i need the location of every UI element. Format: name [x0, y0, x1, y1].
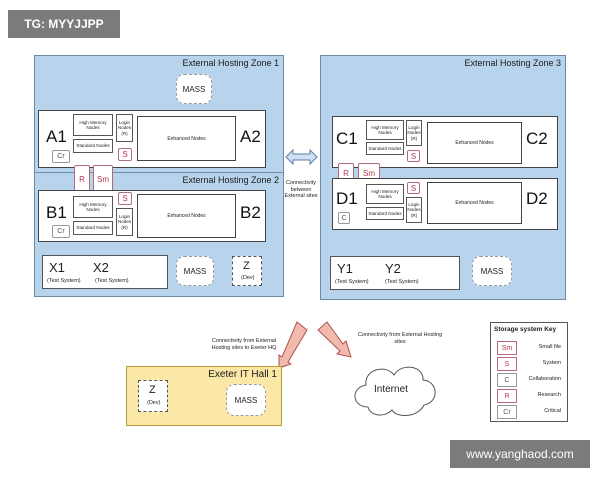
note-to-exeter: Connectivity from External Hosting sites… — [211, 338, 277, 351]
cluster-a1-label: A1 — [46, 127, 67, 146]
mass-storage: MASS — [176, 74, 212, 104]
standard-nodes: Standard Nodes — [366, 142, 404, 155]
double-arrow-icon — [285, 148, 318, 166]
system-storage-tag: S — [407, 182, 420, 194]
test-system-x1-label: X1 — [49, 260, 65, 275]
cluster-c1-label: C1 — [336, 129, 358, 148]
test-system-y2-label: Y2 — [385, 261, 401, 276]
research-key-label: Research — [537, 392, 561, 398]
high-memory-nodes: High Memory Nodes — [366, 120, 404, 140]
mass-storage: MASS — [176, 256, 214, 286]
cluster-c2-label: C2 — [526, 129, 548, 148]
internet-label: Internet — [374, 384, 408, 395]
standard-nodes: Standard Nodes — [73, 139, 113, 153]
dev-system-z: Z (Dev) — [232, 256, 262, 286]
test-system-y2-sub: (Test System) — [385, 279, 419, 285]
storage-key-title: Storage system Key — [494, 326, 557, 333]
small-file-key-swatch: Sm — [497, 341, 517, 355]
high-memory-nodes: High Memory Nodes — [73, 196, 113, 218]
system-storage-tag: S — [407, 150, 420, 162]
critical-key-swatch: Cr — [497, 405, 517, 419]
enhanced-nodes: Enhanced Nodes — [137, 194, 236, 238]
test-system-y: Y1 (Test System) Y2 (Test System) — [330, 256, 460, 290]
key-row-small-file: Sm Small file — [495, 341, 563, 355]
login-nodes: Login Nodes (R) — [406, 120, 422, 146]
test-system-y1-sub: (Test System) — [335, 279, 369, 285]
login-nodes: Login Nodes (R) — [406, 197, 422, 223]
research-key-swatch: R — [497, 389, 517, 403]
watermark-bottom: www.yanghaod.com — [450, 440, 590, 468]
login-nodes: Login Nodes (R) — [116, 208, 133, 236]
arrow-to-internet-icon — [317, 321, 352, 358]
watermark-top: TG: MYYJJPP — [8, 10, 120, 38]
enhanced-nodes: Enhanced Nodes — [427, 182, 522, 224]
test-system-y1-label: Y1 — [337, 261, 353, 276]
zone-1-title: External Hosting Zone 1 — [182, 58, 279, 68]
high-memory-nodes: High Memory Nodes — [73, 114, 113, 136]
enhanced-nodes: Enhanced Nodes — [137, 116, 236, 161]
cluster-d1-label: D1 — [336, 189, 358, 208]
high-memory-nodes: High Memory Nodes — [366, 184, 404, 204]
zone-3-title: External Hosting Zone 3 — [464, 58, 561, 68]
system-key-swatch: S — [497, 357, 517, 371]
standard-nodes: Standard Nodes — [73, 221, 113, 235]
small-file-key-label: Small file — [538, 344, 561, 350]
key-row-critical: Cr Critical — [495, 405, 563, 419]
mass-storage: MASS — [472, 256, 512, 286]
test-system-x2-label: X2 — [93, 260, 109, 275]
login-nodes: Login Nodes (R) — [116, 114, 133, 142]
exeter-title: Exeter IT Hall 1 — [208, 369, 277, 380]
critical-storage-tag: Cr — [52, 225, 70, 238]
standard-nodes: Standard Nodes — [366, 207, 404, 220]
key-row-system: S System — [495, 357, 563, 371]
storage-key: Storage system Key Sm Small file S Syste… — [490, 322, 568, 422]
dev-system-z: Z (Dev) — [138, 380, 168, 412]
system-storage-tag: S — [118, 148, 132, 161]
critical-storage-tag: Cr — [52, 150, 70, 163]
collaboration-key-swatch: C — [497, 373, 517, 387]
mass-storage: MASS — [226, 384, 266, 416]
test-system-x1-sub: (Test System) — [47, 278, 81, 284]
critical-key-label: Critical — [544, 408, 561, 414]
collaboration-storage-tag: C — [338, 212, 350, 224]
research-storage-tag: R — [74, 165, 90, 193]
test-system-x: X1 (Test System) X2 (Test System) — [42, 255, 168, 289]
zone-2-title: External Hosting Zone 2 — [182, 175, 279, 185]
note-from-external: Connectivity from External Hosting sites — [357, 332, 443, 345]
cluster-b2-label: B2 — [240, 203, 261, 222]
key-row-collaboration: C Collaboration — [495, 373, 563, 387]
system-storage-tag: S — [118, 192, 132, 205]
enhanced-nodes: Enhanced Nodes — [427, 122, 522, 164]
arrow-to-exeter-icon — [278, 321, 308, 369]
internet-cloud-icon — [354, 366, 436, 416]
note-between-sites: Connectivity between External sites — [284, 180, 318, 199]
collaboration-key-label: Collaboration — [528, 376, 561, 382]
cluster-b1-label: B1 — [46, 203, 67, 222]
dev-system-z-sub: (Dev) — [147, 400, 161, 406]
system-key-label: System — [542, 360, 561, 366]
cluster-a2-label: A2 — [240, 127, 261, 146]
cluster-d2-label: D2 — [526, 189, 548, 208]
dev-system-z-label: Z — [243, 260, 250, 272]
dev-system-z-label: Z — [149, 384, 156, 396]
key-row-research: R Research — [495, 389, 563, 403]
dev-system-z-sub: (Dev) — [241, 275, 255, 281]
test-system-x2-sub: (Test System) — [95, 278, 129, 284]
